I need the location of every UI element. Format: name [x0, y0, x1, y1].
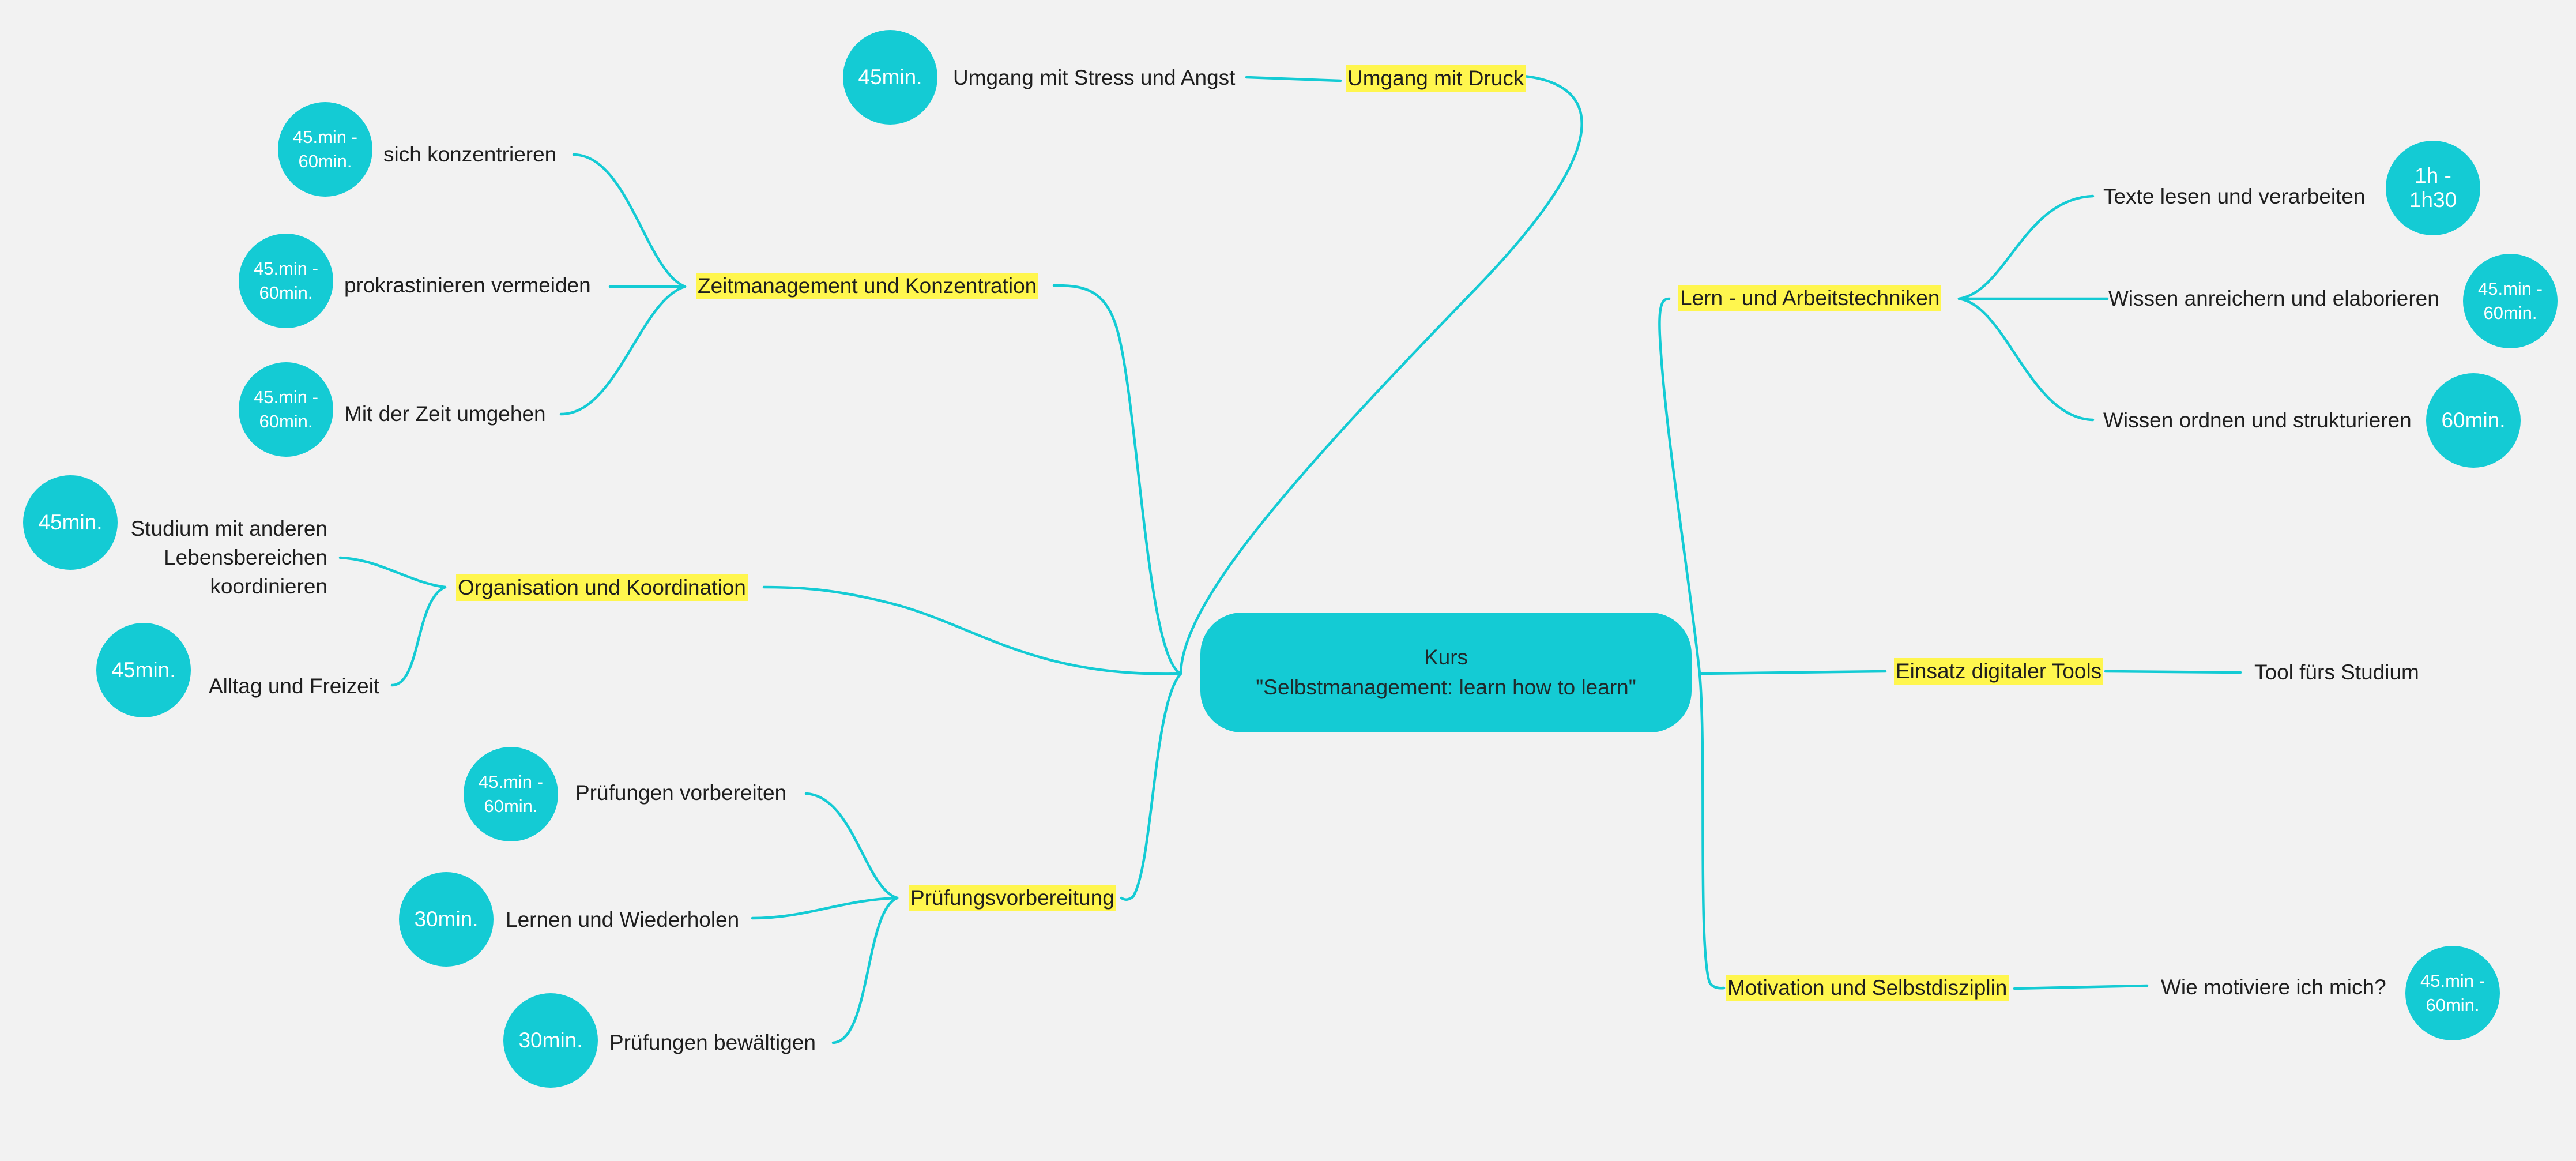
- duration-badge-stress: 45min.: [843, 30, 937, 125]
- edge-central-motivation: [1698, 672, 1726, 990]
- topic-organisation[interactable]: Organisation und Koordination: [456, 574, 748, 601]
- leaf-studium-line3: koordinieren: [210, 574, 327, 598]
- edge-central-umgang-druck: [1179, 74, 1583, 675]
- leaf-konzentrieren[interactable]: sich konzentrieren: [383, 142, 557, 166]
- leaf-zeit-umgehen[interactable]: Mit der Zeit umgehen: [344, 402, 546, 426]
- leaf-lernen-wiederholen[interactable]: Lernen und Wiederholen: [506, 908, 740, 931]
- duration-badge-zeit-umgehen: 45.min - 60min.: [239, 362, 333, 457]
- leaf-studium-line2: Lebensbereichen: [164, 546, 327, 569]
- duration-badge-prokrastinieren: 45.min - 60min.: [239, 234, 333, 328]
- topic-digitale-tools[interactable]: Einsatz digitaler Tools: [1894, 658, 2104, 685]
- leaf-pruefungen-vorbereiten[interactable]: Prüfungen vorbereiten: [575, 781, 787, 805]
- topic-motivation[interactable]: Motivation und Selbstdisziplin: [1726, 975, 2009, 1001]
- edge-pruef-lernen: [751, 896, 899, 920]
- duration-badge-lernen-wiederholen: 30min.: [399, 872, 494, 967]
- duration-badge-konzentrieren: 45.min - 60min.: [278, 102, 372, 197]
- duration-badge-wie-motiviere: 45.min - 60min.: [2405, 946, 2500, 1040]
- edge-zeit-konzentrieren: [572, 153, 687, 288]
- topic-lern-arbeitstechniken[interactable]: Lern - und Arbeitstechniken: [1678, 285, 1942, 311]
- duration-badge-texte-lesen: 1h - 1h30: [2386, 141, 2480, 235]
- topic-umgang-mit-druck[interactable]: Umgang mit Druck: [1346, 65, 1526, 92]
- leaf-texte-lesen[interactable]: Texte lesen und verarbeiten: [2103, 185, 2366, 208]
- leaf-pruefungen-bewaeltigen[interactable]: Prüfungen bewältigen: [609, 1031, 816, 1054]
- edge-zeit-umgehen: [559, 285, 687, 416]
- edge-org-alltag: [390, 585, 447, 687]
- edge-org-studium: [338, 556, 447, 589]
- duration-badge-studium: 45min.: [23, 475, 118, 570]
- duration-badge-pruefungen-vorbereiten: 45.min - 60min.: [464, 747, 558, 841]
- leaf-tool-studium[interactable]: Tool fürs Studium: [2254, 660, 2419, 684]
- duration-badge-wissen-anreichern: 45.min - 60min.: [2463, 254, 2558, 348]
- edge-motivation-wie: [2013, 984, 2149, 990]
- leaf-wissen-ordnen[interactable]: Wissen ordnen und strukturieren: [2103, 408, 2412, 432]
- edge-pruef-bewaeltigen: [831, 896, 899, 1044]
- edge-central-pruefung: [1120, 672, 1182, 901]
- edge-lern-wissen-ordnen: [1957, 297, 2095, 422]
- edge-central-lern: [1658, 297, 1701, 675]
- edge-central-zeitmanagement: [1052, 284, 1182, 675]
- topic-zeitmanagement[interactable]: Zeitmanagement und Konzentration: [696, 273, 1039, 299]
- leaf-alltag[interactable]: Alltag und Freizeit: [209, 674, 380, 698]
- edge-pruef-vorbereiten: [804, 792, 899, 900]
- leaf-studium-koordinieren[interactable]: Studium mit anderen Lebensbereichen koor…: [110, 514, 327, 601]
- edge-central-digital: [1698, 670, 1887, 675]
- leaf-wissen-anreichern[interactable]: Wissen anreichern und elaborieren: [2108, 287, 2439, 310]
- edge-druck-stress: [1245, 76, 1342, 82]
- leaf-stress-angst[interactable]: Umgang mit Stress und Angst: [953, 66, 1236, 89]
- duration-badge-alltag: 45min.: [96, 623, 191, 717]
- central-node[interactable]: Kurs "Selbstmanagement: learn how to lea…: [1200, 613, 1692, 732]
- edge-digital-tool: [2104, 670, 2242, 674]
- central-subtitle: "Selbstmanagement: learn how to learn": [1256, 675, 1636, 699]
- leaf-studium-line1: Studium mit anderen: [130, 517, 327, 540]
- topic-pruefungsvorbereitung[interactable]: Prüfungsvorbereitung: [909, 885, 1116, 911]
- duration-badge-pruefungen-bewaeltigen: 30min.: [503, 993, 598, 1088]
- edge-central-organisation: [762, 585, 1182, 675]
- leaf-prokrastinieren[interactable]: prokrastinieren vermeiden: [344, 273, 591, 297]
- leaf-wie-motiviere[interactable]: Wie motiviere ich mich?: [2161, 975, 2386, 999]
- edge-lern-texte: [1957, 194, 2095, 300]
- central-title: Kurs: [1423, 645, 1468, 669]
- duration-badge-wissen-ordnen: 60min.: [2426, 373, 2521, 468]
